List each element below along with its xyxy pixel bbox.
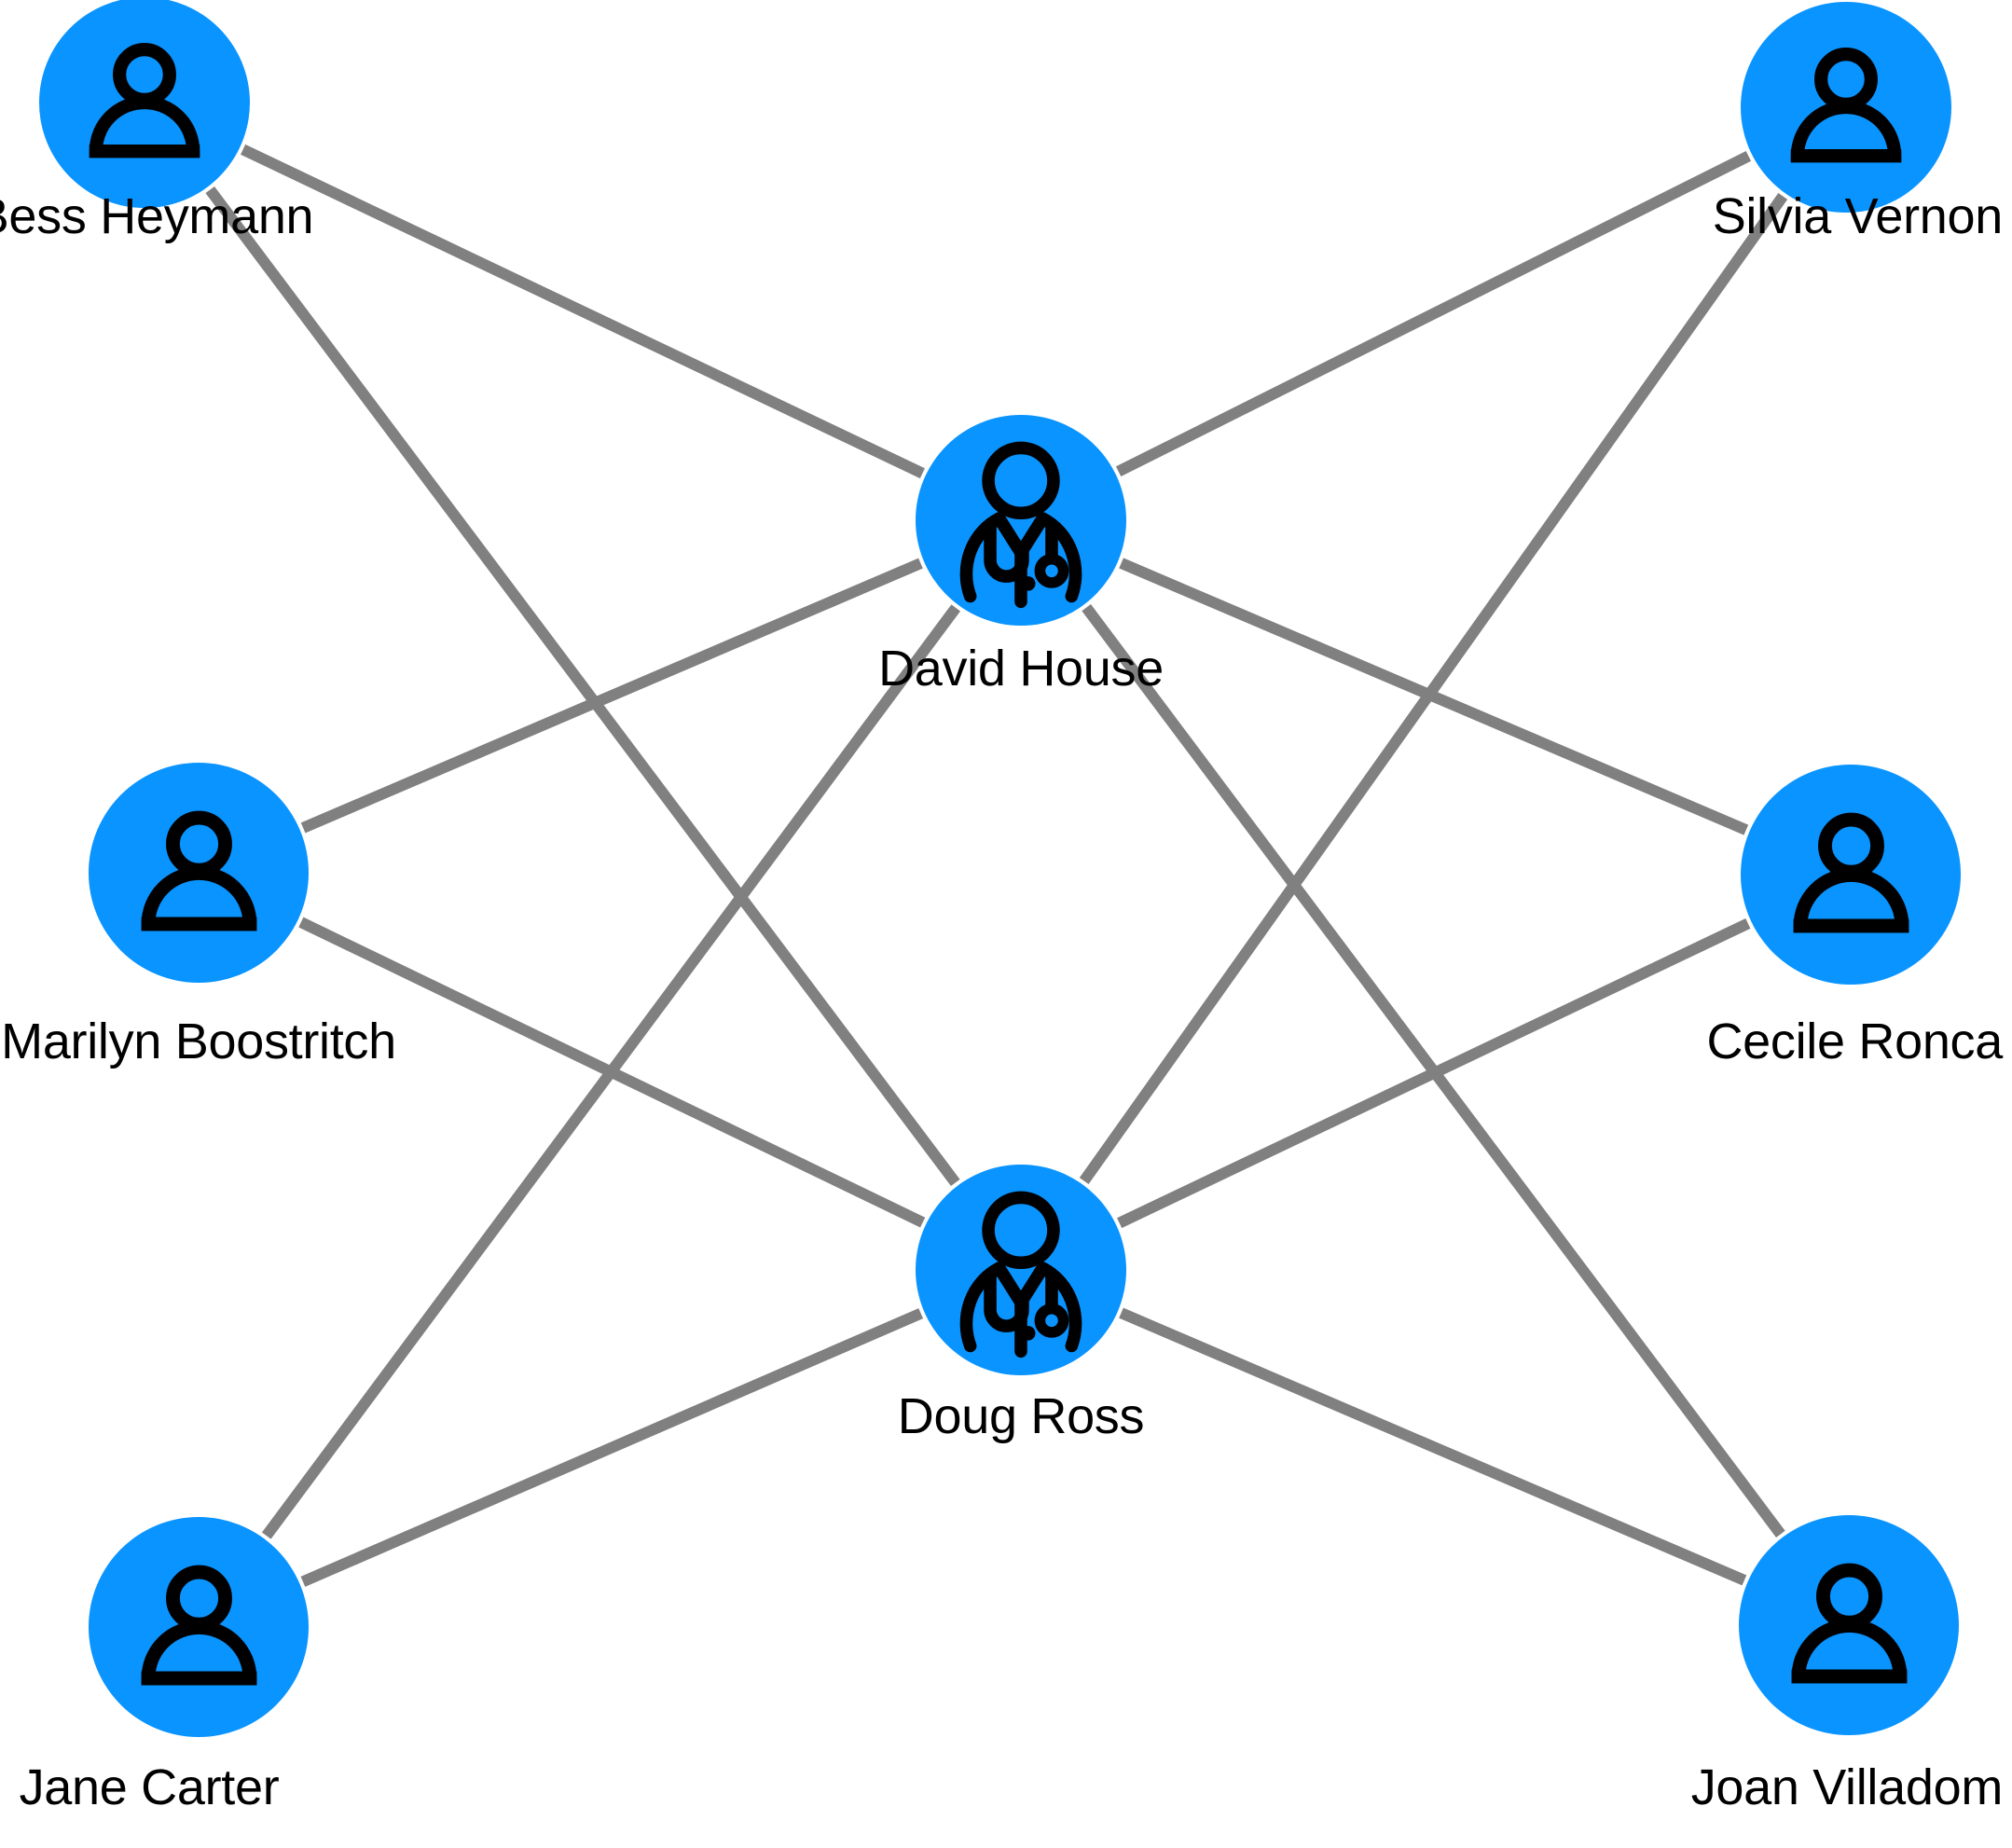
person-icon <box>141 1565 256 1685</box>
graph-node-bess-heymann[interactable] <box>39 0 250 208</box>
graph-edge <box>1082 604 1785 1538</box>
graph-edge <box>241 144 925 479</box>
graph-edge <box>1119 1307 1747 1586</box>
person-icon <box>89 43 200 159</box>
node-label-joan-villadom: Joan Villadom <box>1690 1759 2004 1815</box>
node-label-silvia-vernon: Silvia Vernon <box>1712 188 2004 244</box>
graph-node-jane-carter[interactable] <box>89 1517 309 1737</box>
graph-edge <box>1115 151 1752 476</box>
graph-edge <box>1119 558 1749 835</box>
node-label-marilyn-boostritch: Marilyn Boostritch <box>1 1014 396 1069</box>
doctor-icon <box>959 441 1082 609</box>
graph-edge <box>261 604 961 1539</box>
doctor-icon <box>959 1191 1082 1358</box>
graph-edge <box>300 558 923 834</box>
graph-node-marilyn-boostritch[interactable] <box>89 763 309 983</box>
node-label-bess-heymann: Bess Heymann <box>0 188 314 244</box>
person-icon <box>141 810 256 931</box>
node-label-cecile-ronca: Cecile Ronca <box>1706 1014 2003 1069</box>
graph-edge <box>300 1308 924 1587</box>
person-icon <box>1791 1563 1907 1683</box>
graph-edge <box>205 186 960 1187</box>
graph-node-joan-villadom[interactable] <box>1739 1515 1959 1735</box>
node-label-doug-ross: Doug Ross <box>897 1388 1145 1444</box>
graph-node-david-house[interactable] <box>916 415 1126 626</box>
person-icon <box>1790 48 1902 163</box>
node-label-jane-carter: Jane Carter <box>19 1759 280 1815</box>
person-icon <box>1793 812 1909 932</box>
graph-edge <box>1079 192 1788 1185</box>
graph-node-cecile-ronca[interactable] <box>1741 765 1961 985</box>
graph-node-silvia-vernon[interactable] <box>1741 2 1951 213</box>
node-label-david-house: David House <box>878 641 1164 696</box>
graph-node-doug-ross[interactable] <box>916 1165 1126 1375</box>
